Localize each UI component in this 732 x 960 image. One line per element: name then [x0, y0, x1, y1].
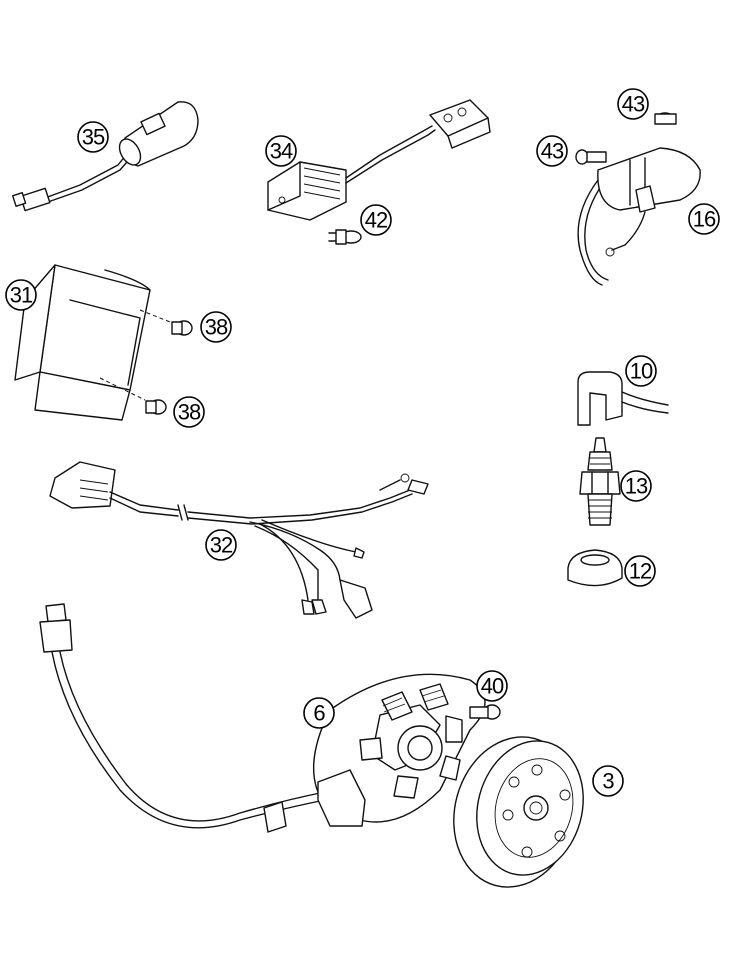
svg-text:43: 43: [541, 139, 564, 164]
part-40-bolt: [469, 704, 501, 720]
callout-16: 16: [688, 203, 720, 235]
part-10-plug-cap: [577, 371, 669, 426]
svg-text:10: 10: [630, 359, 653, 384]
svg-text:38: 38: [178, 400, 201, 425]
svg-text:3: 3: [602, 769, 614, 794]
callout-40: 40: [476, 670, 508, 702]
svg-text:6: 6: [313, 701, 325, 726]
svg-text:35: 35: [82, 125, 105, 150]
part-6-stator: [312, 673, 486, 827]
callout-3: 3: [592, 765, 624, 797]
svg-text:42: 42: [365, 208, 388, 233]
svg-text:32: 32: [210, 533, 233, 558]
part-16-ignition-coil: [577, 147, 701, 286]
part-3-flywheel: [453, 736, 584, 888]
part-32-wiring-harness: [49, 461, 429, 619]
callout-6: 6: [303, 697, 335, 729]
callout-35: 35: [77, 121, 109, 153]
svg-text:13: 13: [625, 474, 648, 499]
part-13-spark-plug: [579, 437, 621, 526]
callout-43-upper: 43: [617, 88, 649, 120]
callout-43-left: 43: [536, 135, 568, 167]
svg-text:12: 12: [629, 559, 652, 584]
callout-38-lower: 38: [173, 396, 205, 428]
callout-34: 34: [265, 135, 297, 167]
part-31-cdi-unit: [14, 264, 151, 421]
part-34-regulator: [267, 99, 491, 221]
callout-32: 32: [205, 529, 237, 561]
callout-12: 12: [624, 555, 656, 587]
callout-31: 31: [5, 279, 37, 311]
callout-10: 10: [625, 355, 657, 387]
part-12-seal: [567, 549, 623, 587]
part-43-bolt-left: [575, 149, 607, 165]
svg-text:43: 43: [622, 92, 645, 117]
part-38-bolt-upper: [139, 309, 193, 336]
part-42-bolt: [328, 229, 362, 245]
svg-text:34: 34: [270, 139, 293, 164]
svg-text:38: 38: [205, 315, 228, 340]
svg-text:40: 40: [481, 674, 504, 699]
stator-cable: [39, 603, 326, 833]
svg-text:16: 16: [693, 207, 716, 232]
svg-text:31: 31: [10, 283, 33, 308]
callout-38-upper: 38: [200, 311, 232, 343]
part-43-bolt-upper: [654, 112, 677, 125]
callout-42: 42: [360, 204, 392, 236]
part-35-connector: [11, 101, 199, 212]
callout-13: 13: [620, 470, 652, 502]
part-38-bolt-lower: [99, 377, 167, 415]
